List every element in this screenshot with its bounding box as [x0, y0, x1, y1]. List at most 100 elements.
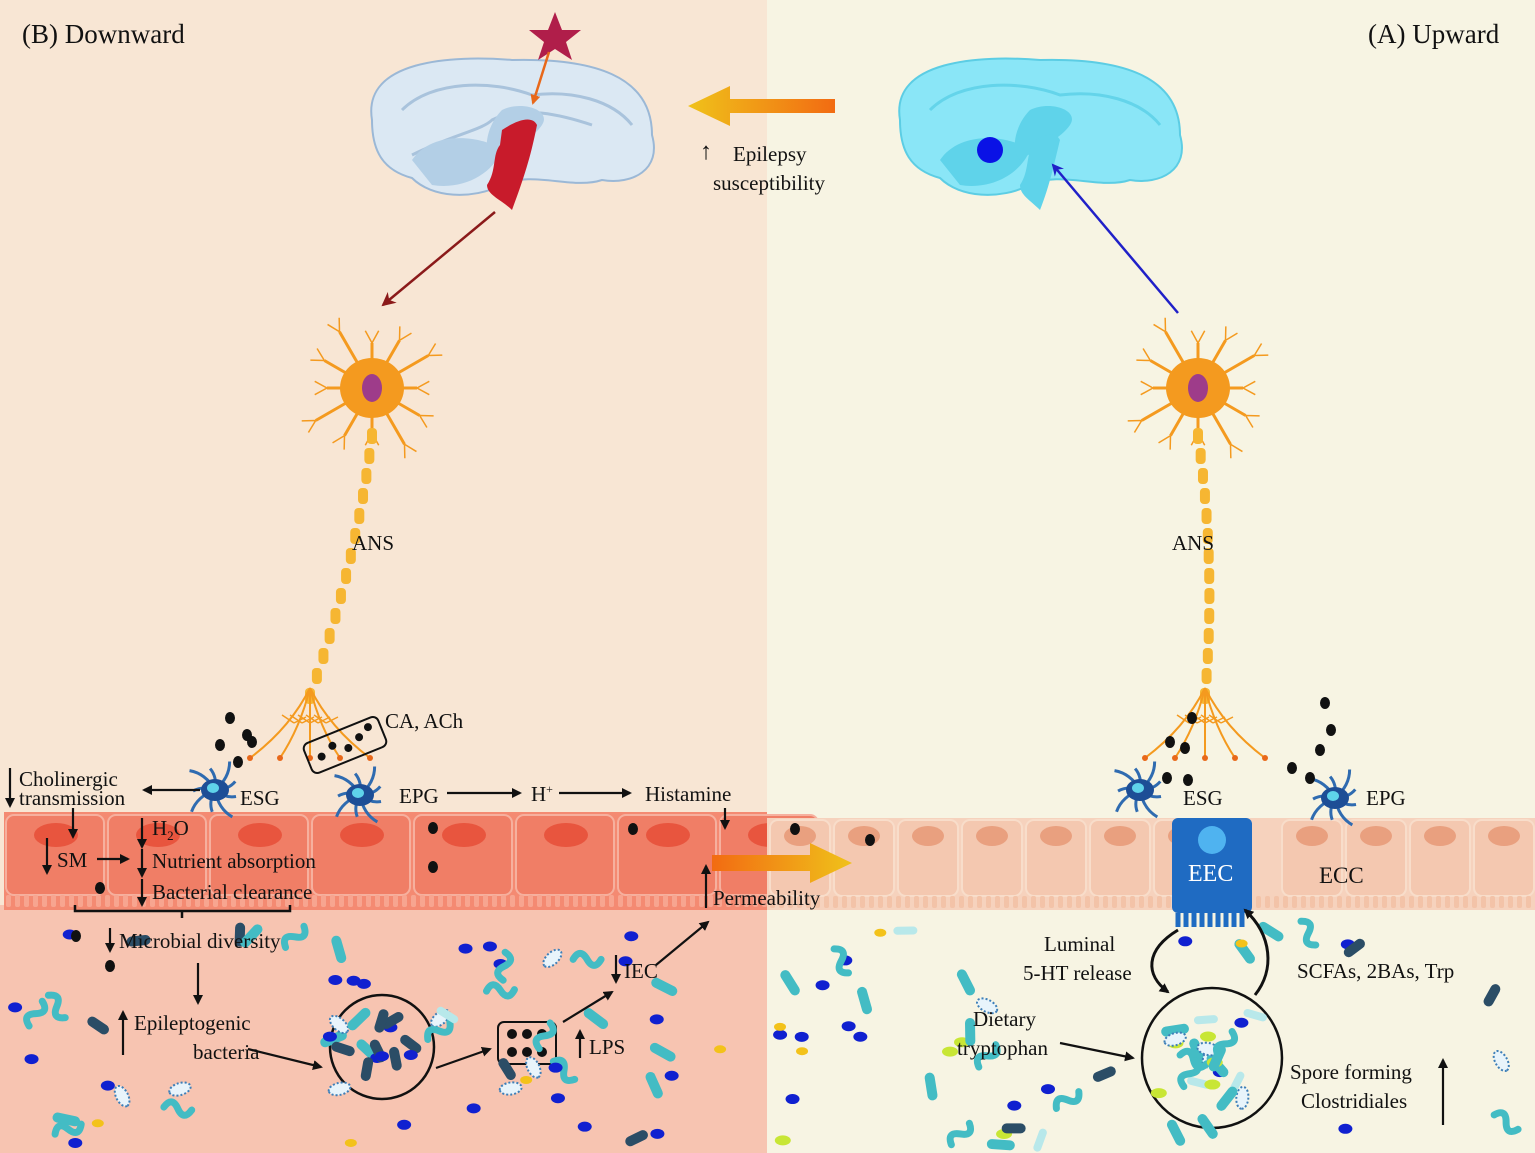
microvillus: [78, 895, 83, 907]
left-brain: [370, 57, 655, 210]
dendrite-branch: [1190, 330, 1206, 344]
dendrite-branch: [364, 330, 380, 344]
dark-rod-bacterium: [374, 1009, 389, 1033]
flagellated-bacterium: [525, 1056, 542, 1079]
signal-dot: [71, 930, 81, 942]
h2o-subscript: 2: [167, 828, 174, 844]
microvillus: [1490, 896, 1495, 908]
vibrio-bacterium: [532, 1019, 557, 1053]
right-ans-neuron: [1127, 317, 1269, 761]
pale-rod-bacterium: [1033, 1128, 1047, 1152]
seizure-star-icon: [529, 12, 581, 60]
iec-label: IEC: [624, 959, 658, 983]
microvillus: [168, 895, 173, 907]
signal-dot: [1315, 744, 1325, 756]
downward-to-upward-arrow: [712, 843, 852, 883]
terminal-bouton: [1142, 755, 1148, 761]
microvillus: [105, 895, 110, 907]
dendrite-branch: [1158, 434, 1172, 450]
flagellated-bacterium: [498, 1081, 523, 1096]
myelin-segment: [324, 628, 335, 644]
microvillus: [1256, 896, 1261, 908]
microvillus: [959, 896, 964, 908]
myelin-segment: [358, 488, 369, 504]
microvillus: [276, 895, 281, 907]
myelin-segment: [367, 428, 377, 444]
microvillus: [69, 895, 74, 907]
coccus-yellowgreen: [774, 1135, 791, 1146]
pale-rod-bacterium: [1193, 1015, 1218, 1025]
microvillus: [1472, 896, 1477, 908]
coccus-blue: [356, 978, 371, 989]
rod-bacterium: [240, 924, 263, 948]
coccus-blue: [100, 1080, 115, 1091]
coccus-yellowgreen: [1150, 1088, 1167, 1099]
signal-dot: [1320, 697, 1330, 709]
h-plus-superscript: +: [546, 782, 553, 796]
cell-nucleus: [34, 823, 78, 847]
ca-ach-label: CA, ACh: [385, 709, 464, 733]
microbial-diversity-label: Microbial diversity: [119, 929, 281, 953]
microvillus: [537, 895, 542, 907]
myelin-segment: [1199, 488, 1210, 504]
dendrite-branch: [301, 419, 317, 433]
coccus-blue: [815, 980, 830, 991]
microvillus: [672, 895, 677, 907]
dark-rod-bacterium: [389, 1046, 402, 1071]
microvillus: [1391, 896, 1396, 908]
coccus-blue: [550, 1093, 565, 1104]
microvillus: [636, 895, 641, 907]
coccus-blue: [1040, 1084, 1055, 1095]
coccus-blue: [458, 943, 473, 954]
coccus-blue: [841, 1021, 856, 1032]
microvillus: [222, 895, 227, 907]
upward-to-downward-arrow: [688, 86, 835, 126]
flagellated-bacterium: [542, 948, 563, 969]
terminal-bouton: [1172, 755, 1178, 761]
coccus-blue: [466, 1103, 481, 1114]
microvillus: [1274, 896, 1279, 908]
microvillus: [51, 895, 56, 907]
microvillus: [797, 896, 802, 908]
microvillus: [564, 895, 569, 907]
myelin-segment: [1203, 628, 1214, 644]
microvillus: [231, 895, 236, 907]
coccus-yellow: [714, 1045, 727, 1054]
microvillus: [573, 895, 578, 907]
coccus-blue: [853, 1031, 868, 1042]
coccus-blue: [68, 1137, 83, 1148]
vibrio-bacterium: [280, 922, 309, 951]
epg-right-label: EPG: [1366, 786, 1406, 810]
myelin-segment: [335, 588, 346, 604]
myelin-segment: [1204, 608, 1215, 624]
coccus-yellow: [344, 1138, 357, 1147]
microvillus: [1130, 896, 1135, 908]
dark-rod-bacterium: [625, 1130, 648, 1147]
microvillus: [132, 895, 137, 907]
circle-to-lps-arrow: [435, 1046, 492, 1070]
ecc-label: ECC: [1319, 863, 1364, 888]
microvillus: [788, 896, 793, 908]
vibrio-bacterium: [1490, 1109, 1522, 1135]
microvillus: [1085, 896, 1090, 908]
microvillus: [321, 895, 326, 907]
microvillus: [357, 895, 362, 907]
microvillus: [591, 895, 596, 907]
microvillus: [1157, 896, 1162, 908]
microvillus: [258, 895, 263, 907]
vibrio-bacterium: [830, 945, 852, 977]
microvillus: [1040, 896, 1045, 908]
bacteria-label: bacteria: [193, 1040, 260, 1064]
signal-dot: [233, 756, 243, 768]
rod-bacterium: [651, 977, 678, 996]
flagellated-bacterium: [113, 1084, 131, 1108]
scfa-curve-arrow: [1243, 908, 1270, 996]
terminal-bouton: [1262, 755, 1268, 761]
lps-label: LPS: [589, 1035, 626, 1059]
microvillus: [923, 896, 928, 908]
microvillus: [896, 896, 901, 908]
microvillus: [1076, 896, 1081, 908]
microvillus: [1427, 896, 1432, 908]
bacterial-clearance-label: Bacterial clearance: [152, 880, 313, 904]
vibrio-bacterium: [549, 1056, 579, 1085]
